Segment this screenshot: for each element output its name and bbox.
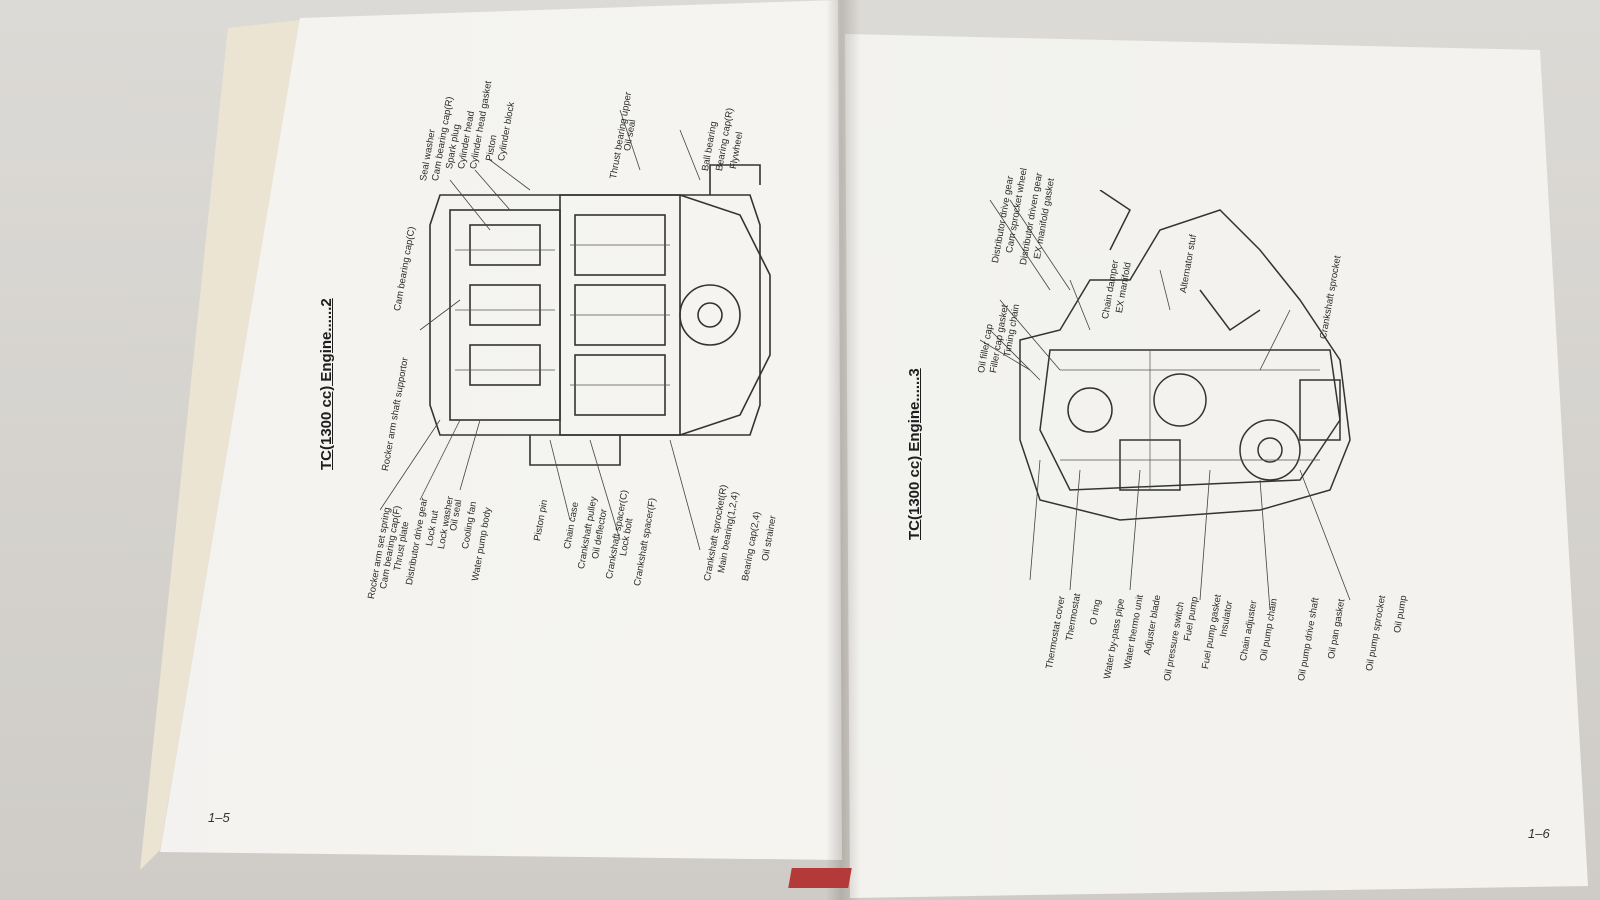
engine-cross-section-diagram [429, 164, 771, 466]
book-cover-red-edge [788, 868, 852, 888]
left-page-number: 1–5 [208, 810, 230, 825]
right-callout-lines [979, 199, 1351, 611]
right-page-number: 1–6 [1528, 826, 1550, 841]
book-spine [826, 0, 860, 900]
engine-front-view-diagram [1019, 190, 1351, 521]
left-callout-lines [380, 109, 701, 551]
left-page-title: TC(1300 cc) Engine......2 [318, 298, 335, 470]
right-page-title: TC(1300 cc) Engine......3 [906, 368, 923, 540]
